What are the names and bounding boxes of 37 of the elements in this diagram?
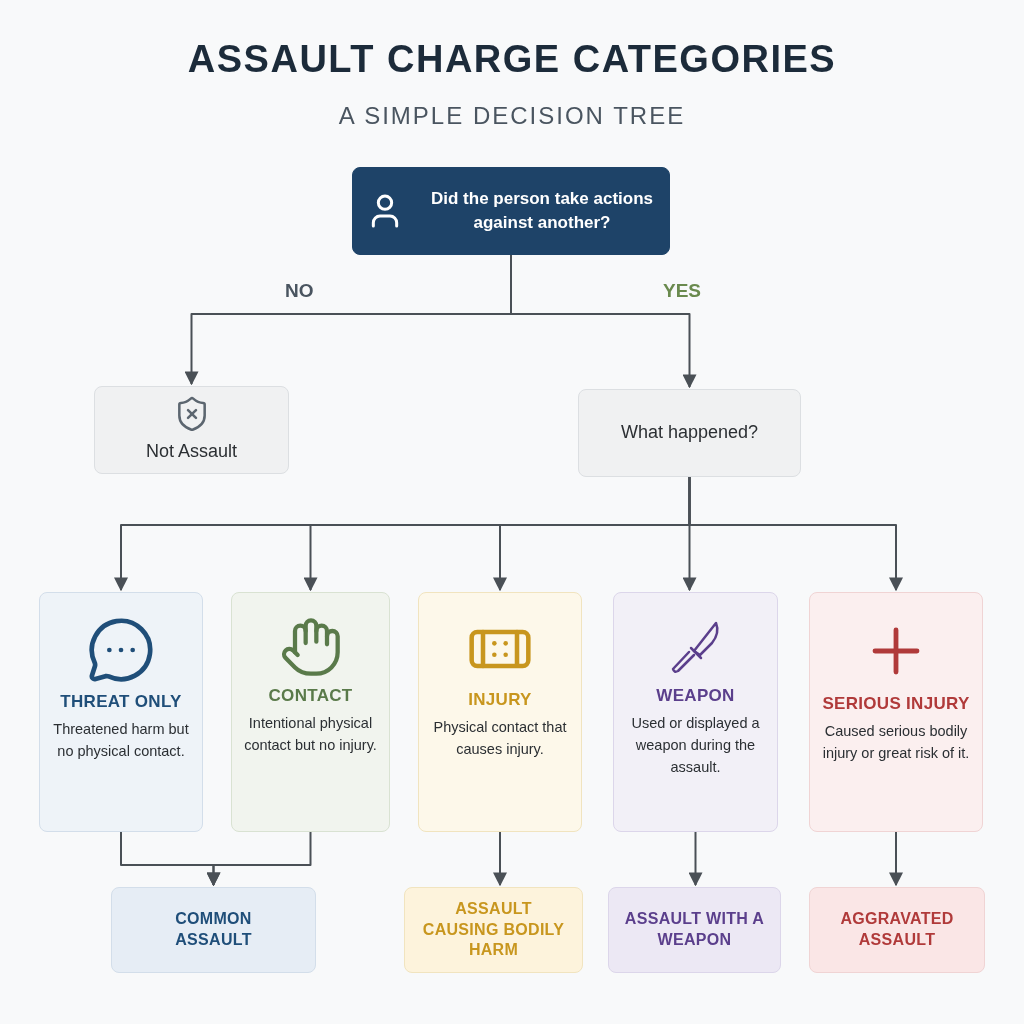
category-card xyxy=(39,592,203,832)
category-description: Used or displayed a weapon during the assault. xyxy=(630,714,761,777)
category-heading: INJURY xyxy=(468,689,532,711)
question-text: Did the person take actions against another? xyxy=(430,188,654,234)
arrow xyxy=(493,831,507,887)
category-card xyxy=(231,592,390,832)
category-heading: WEAPON xyxy=(656,685,735,707)
question-box xyxy=(352,167,670,255)
category-card xyxy=(809,592,983,832)
category-card xyxy=(418,592,582,832)
outcome-box xyxy=(404,887,583,973)
outcome-box xyxy=(608,887,781,973)
category-heading: THREAT ONLY xyxy=(60,691,182,713)
category-heading: SERIOUS INJURY xyxy=(822,693,970,715)
question-box xyxy=(578,389,801,477)
charge-name: ASSAULT CAUSING BODILY HARM xyxy=(421,898,566,961)
arrow xyxy=(688,476,903,592)
arrow xyxy=(889,831,903,887)
category-description: Intentional physical contact but no injury. xyxy=(243,714,378,755)
arrow xyxy=(688,831,703,887)
charge-name: COMMON ASSAULT xyxy=(174,909,253,950)
category-description: Physical contact that causes injury. xyxy=(432,718,568,759)
question-text: What happened? xyxy=(620,421,759,445)
category-heading: CONTACT xyxy=(268,685,353,707)
category-description: Threatened harm but no physical contact. xyxy=(52,720,190,761)
charge-name: ASSAULT WITH A WEAPON xyxy=(623,909,766,950)
category-description: Caused serious bodily injury or great risk of it. xyxy=(821,722,971,763)
result-text: Not Assault xyxy=(145,440,237,464)
arrow xyxy=(510,254,697,389)
diagram-title: ASSAULT CHARGE CATEGORIES xyxy=(186,38,838,81)
charge-name: AGGRAVATED ASSAULT xyxy=(839,909,955,950)
outcome-box xyxy=(111,887,316,973)
result-box xyxy=(94,386,289,474)
diagram-subtitle: A SIMPLE DECISION TREE xyxy=(337,102,687,130)
category-card xyxy=(613,592,778,832)
arrow xyxy=(206,831,312,887)
outcome-box xyxy=(809,887,985,973)
